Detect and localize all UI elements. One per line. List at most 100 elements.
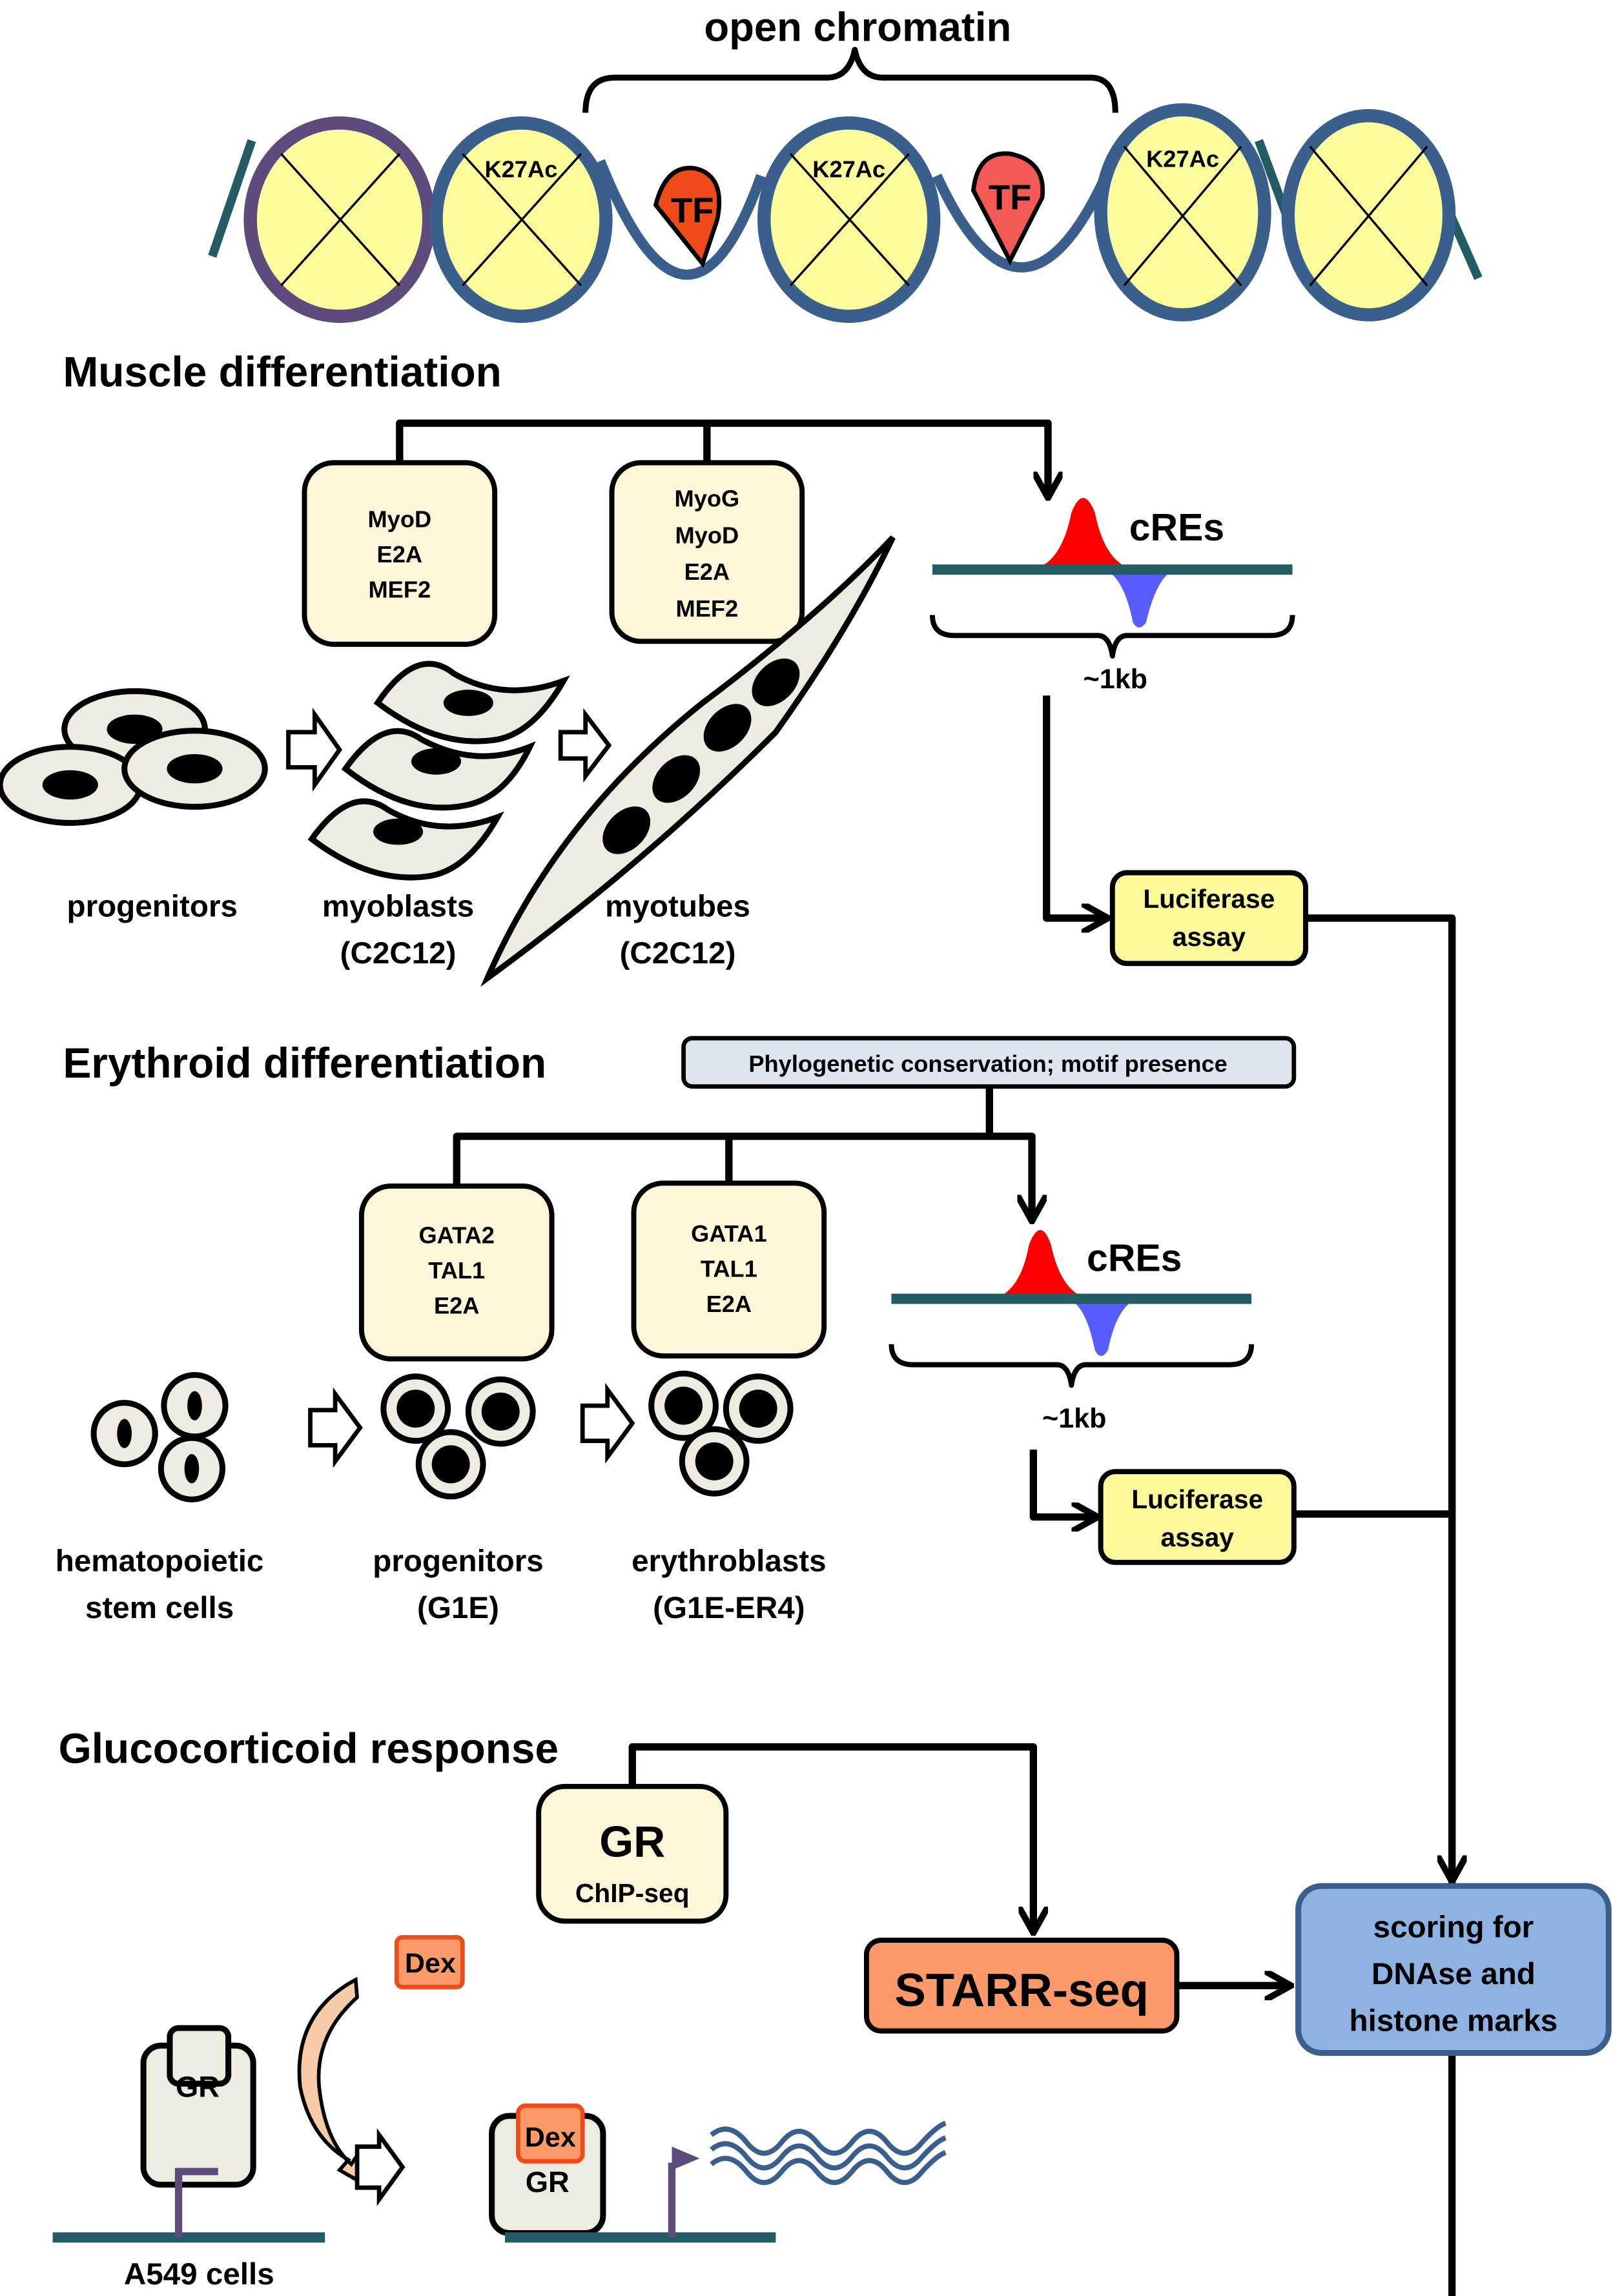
progression-arrow (308, 1387, 363, 1468)
stage-sublabel: (G1E) (417, 1591, 499, 1625)
erythroid-luciferase-box: Luciferase assay (1098, 1469, 1297, 1565)
muscle-connector (396, 419, 1048, 495)
progression-arrow (286, 708, 343, 792)
cre-peak-minus (1105, 569, 1174, 628)
glucocorticoid-panel: Glucocorticoid response GR ChIP-seq STAR… (52, 917, 1452, 2291)
scale-label: ~1kb (1042, 1403, 1106, 1434)
stage-sublabel: (G1E-ER4) (653, 1591, 805, 1625)
erythroid-tf-box-1: GATA2 TAL1 E2A (358, 1183, 555, 1362)
cre-track: cREs ~1kb (929, 498, 1295, 695)
dna-strand-open (595, 159, 1118, 280)
gr-dex-bound: Dex GR (489, 2103, 606, 2237)
k27ac-label: K27Ac (812, 156, 885, 182)
gr-label: GR (526, 2166, 570, 2199)
erythroid-connector-stub (725, 1086, 994, 1184)
tf-line: E2A (684, 559, 730, 585)
gr-chipseq-box: GR ChIP-seq (536, 1783, 729, 1924)
muscle-tf-box-1: MyoD E2A MEF2 (302, 460, 498, 647)
scoring-line: DNAse and (1372, 1957, 1536, 1991)
tf-line: TAL1 (428, 1257, 485, 1284)
scoring-line: scoring for (1373, 1910, 1534, 1944)
scale-brace (929, 615, 1295, 659)
stage-label: progenitors (67, 890, 238, 924)
scoring-line: histone marks (1350, 2004, 1558, 2038)
glucocorticoid-title: Glucocorticoid response (59, 1724, 559, 1772)
cre-peak-plus (1032, 498, 1135, 570)
erythroid-tf-box-2: GATA1 TAL1 E2A (631, 1180, 827, 1359)
tf-line: E2A (377, 541, 423, 568)
stem-cells (90, 1371, 229, 1502)
stage-label: myoblasts (322, 890, 474, 924)
gr-label: GR (176, 2071, 220, 2104)
erythroblast-cells (648, 1370, 794, 1497)
erythroid-panel: Erythroid differentiation Phylogenetic c… (56, 1036, 1452, 1625)
transcript-waves-icon (710, 2120, 947, 2185)
assay-line: Luciferase (1131, 1484, 1263, 1514)
progression-arrow (580, 1382, 635, 1464)
nucleosome-k27ac-2: K27Ac (757, 116, 941, 323)
nucleosome-k27ac-1: K27Ac (429, 116, 613, 323)
dex-label: Dex (405, 1948, 456, 1979)
cre-track: cREs ~1kb (889, 1230, 1255, 1434)
gr-box-sub: ChIP-seq (575, 1878, 690, 1908)
nucleosome-k27ac-3: K27Ac (1094, 103, 1271, 322)
gr-connector (628, 1743, 1033, 1930)
dex-binding-arrow (297, 1976, 363, 2186)
muscle-to-assay-arrow (1043, 695, 1105, 918)
scale-brace (889, 1344, 1255, 1388)
cres-label: cREs (1087, 1237, 1182, 1279)
filter-label: Phylogenetic conservation; motif presenc… (748, 1051, 1227, 1077)
stage-label: erythroblasts (632, 1544, 827, 1578)
promoter-inactive: A549 cells (52, 2168, 325, 2291)
gr-box-title: GR (599, 1818, 665, 1867)
chromatin-panel: open chromatin K27Ac TF K27Ac TF (208, 5, 1483, 323)
erythroid-connector (453, 1133, 1032, 1218)
stage-label: myotubes (605, 890, 750, 924)
scale-label: ~1kb (1084, 664, 1147, 695)
dex-molecule: Dex (394, 1934, 465, 1989)
nucleosome-plain (1281, 108, 1456, 322)
stage-sublabel: (C2C12) (620, 936, 736, 970)
open-chromatin-brace (582, 46, 1118, 113)
tf-2: TF (971, 151, 1045, 266)
open-chromatin-title: open chromatin (704, 5, 1011, 50)
stage-label: progenitors (373, 1544, 543, 1578)
k27ac-label: K27Ac (1146, 146, 1219, 172)
tf-line: MyoD (675, 522, 739, 548)
filter-box: Phylogenetic conservation; motif presenc… (681, 1036, 1297, 1089)
cre-peak-plus (992, 1230, 1089, 1299)
erythroid-to-assay-arrow (1029, 1450, 1094, 1517)
assay-line: Luciferase (1143, 884, 1275, 914)
tf-1: TF (653, 165, 722, 269)
scoring-box: scoring for DNAse and histone marks (1295, 1883, 1612, 2056)
promoter-active (505, 2120, 947, 2243)
tf-line: TAL1 (701, 1256, 757, 1282)
progression-arrow (354, 2128, 406, 2206)
muscle-assay-to-scoring (1305, 914, 1456, 2296)
tf-line: MEF2 (368, 576, 431, 602)
stage-sublabel: stem cells (85, 1591, 234, 1625)
tf-line: GATA1 (691, 1220, 767, 1247)
tf-label: TF (671, 191, 714, 231)
stage-sublabel: (C2C12) (340, 936, 457, 970)
tf-line: MEF2 (676, 595, 739, 622)
tf-label: TF (989, 178, 1031, 217)
cell-line-label: A549 cells (124, 2257, 274, 2291)
progression-arrow (558, 708, 612, 783)
starr-seq-box: STARR-seq (863, 1937, 1180, 2034)
myotube-cell (480, 535, 896, 987)
cres-label: cREs (1129, 507, 1224, 549)
assay-line: assay (1161, 1522, 1235, 1552)
k27ac-label: K27Ac (485, 156, 558, 182)
tf-line: E2A (434, 1292, 480, 1318)
muscle-luciferase-box: Luciferase assay (1109, 870, 1308, 967)
muscle-tf-box-2: MyoG MyoD E2A MEF2 (609, 460, 805, 644)
nucleosome-closed (243, 116, 436, 323)
tf-line: E2A (706, 1291, 752, 1317)
progenitor-cells (0, 688, 268, 826)
dex-label: Dex (525, 2122, 576, 2153)
erythroid-progenitor-cells (380, 1373, 536, 1500)
transcription-flag-icon (672, 2146, 700, 2170)
tf-line: MyoD (367, 506, 431, 532)
